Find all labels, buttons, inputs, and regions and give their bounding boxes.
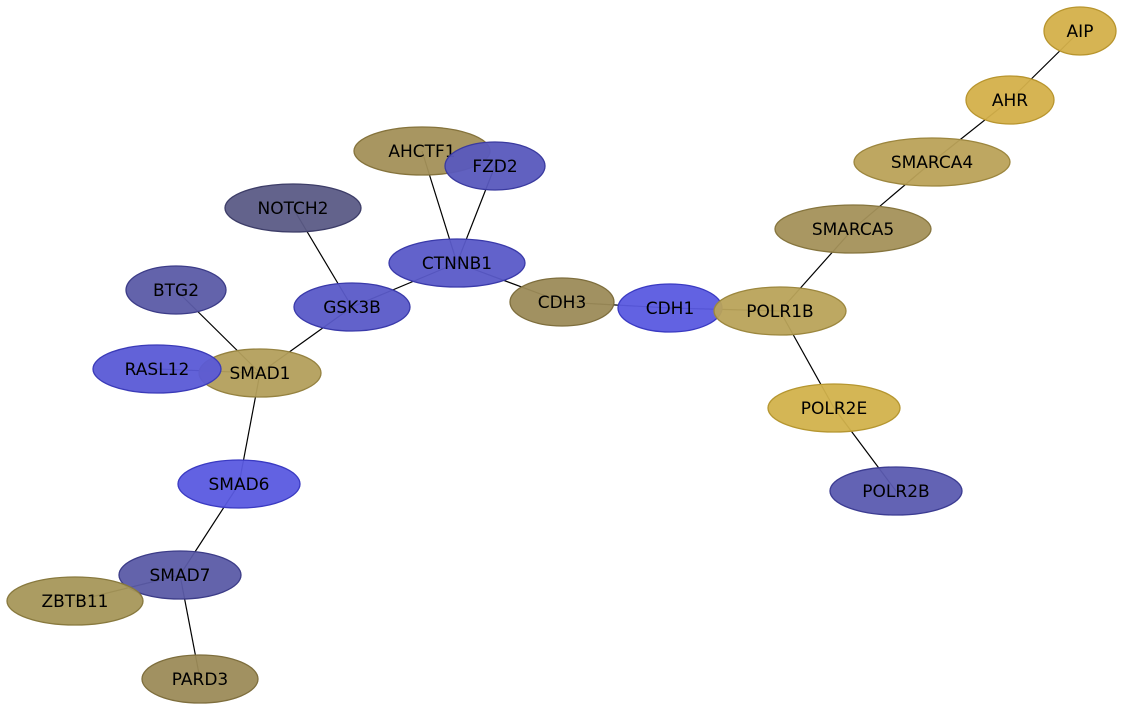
node-ahr[interactable]: AHR (965, 75, 1055, 125)
node-label-polr1b: POLR1B (746, 302, 813, 322)
node-label-zbtb11: ZBTB11 (42, 592, 109, 612)
node-smarca4[interactable]: SMARCA4 (853, 137, 1011, 187)
node-pard3[interactable]: PARD3 (141, 654, 259, 704)
node-rasl12[interactable]: RASL12 (92, 344, 222, 394)
node-smad6[interactable]: SMAD6 (177, 459, 301, 509)
node-label-smad7: SMAD7 (150, 566, 211, 586)
node-shape-notch2[interactable] (224, 183, 362, 233)
node-label-polr2b: POLR2B (862, 482, 929, 502)
node-smad7[interactable]: SMAD7 (118, 550, 242, 600)
node-polr2b[interactable]: POLR2B (829, 466, 963, 516)
node-fzd2[interactable]: FZD2 (444, 141, 546, 191)
node-ctnnb1[interactable]: CTNNB1 (388, 238, 526, 288)
node-shape-ahr[interactable] (965, 75, 1055, 125)
node-gsk3b[interactable]: GSK3B (293, 282, 411, 332)
node-shape-pard3[interactable] (141, 654, 259, 704)
node-label-btg2: BTG2 (153, 281, 199, 301)
node-btg2[interactable]: BTG2 (125, 265, 227, 315)
node-shape-ctnnb1[interactable] (388, 238, 526, 288)
node-shape-smad7[interactable] (118, 550, 242, 600)
node-shape-smad6[interactable] (177, 459, 301, 509)
node-notch2[interactable]: NOTCH2 (224, 183, 362, 233)
node-shape-zbtb11[interactable] (6, 576, 144, 626)
node-shape-gsk3b[interactable] (293, 282, 411, 332)
node-smarca5[interactable]: SMARCA5 (774, 204, 932, 254)
node-polr2e[interactable]: POLR2E (767, 383, 901, 433)
node-shape-rasl12[interactable] (92, 344, 222, 394)
node-label-ahctf1: AHCTF1 (388, 142, 455, 162)
node-aip[interactable]: AIP (1043, 6, 1117, 56)
node-polr1b[interactable]: POLR1B (713, 286, 847, 336)
node-cdh1[interactable]: CDH1 (617, 283, 723, 333)
node-shape-cdh3[interactable] (509, 277, 615, 327)
node-zbtb11[interactable]: ZBTB11 (6, 576, 144, 626)
node-label-ctnnb1: CTNNB1 (422, 254, 492, 274)
node-label-smad6: SMAD6 (209, 475, 270, 495)
node-shape-btg2[interactable] (125, 265, 227, 315)
node-label-cdh3: CDH3 (538, 293, 587, 313)
node-label-aip: AIP (1067, 22, 1094, 42)
node-shape-fzd2[interactable] (444, 141, 546, 191)
node-label-cdh1: CDH1 (646, 299, 695, 319)
node-shape-aip[interactable] (1043, 6, 1117, 56)
node-label-smad1: SMAD1 (230, 364, 291, 384)
node-label-fzd2: FZD2 (472, 157, 517, 177)
node-label-smarca4: SMARCA4 (891, 153, 973, 173)
node-cdh3[interactable]: CDH3 (509, 277, 615, 327)
node-label-polr2e: POLR2E (801, 399, 867, 419)
node-label-rasl12: RASL12 (125, 360, 190, 380)
node-label-ahr: AHR (992, 91, 1028, 111)
node-shape-polr2b[interactable] (829, 466, 963, 516)
node-shape-smarca5[interactable] (774, 204, 932, 254)
node-shape-polr1b[interactable] (713, 286, 847, 336)
node-smad1[interactable]: SMAD1 (198, 348, 322, 398)
node-shape-smarca4[interactable] (853, 137, 1011, 187)
node-label-gsk3b: GSK3B (323, 298, 381, 318)
node-label-pard3: PARD3 (172, 670, 229, 690)
node-label-notch2: NOTCH2 (258, 199, 329, 219)
node-label-smarca5: SMARCA5 (812, 220, 894, 240)
node-shape-polr2e[interactable] (767, 383, 901, 433)
